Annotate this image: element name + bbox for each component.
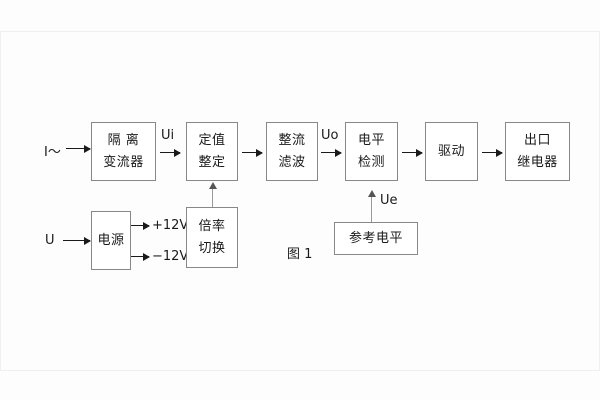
arrow-setting-to-rectifier <box>242 148 263 157</box>
box-level-detection-line1: 电平 <box>357 133 385 148</box>
box-power-supply: 电源 <box>91 211 131 270</box>
arrow-multiplier-to-setting <box>208 182 217 207</box>
box-setting-value-line1: 定值 <box>198 133 226 148</box>
frame-top-border <box>0 31 600 32</box>
rail-positive-12v-label: +12V <box>152 218 189 233</box>
box-rectifier-filter: 整流 滤波 <box>266 122 318 181</box>
box-reference-level-line1: 参考电平 <box>348 231 403 246</box>
signal-ui-label: Ui <box>161 128 175 143</box>
arrow-level-to-driver <box>402 148 423 157</box>
box-driver-line1: 驱动 <box>437 144 465 159</box>
rail-negative-12v-arrow <box>131 252 150 261</box>
signal-ue-label: Ue <box>380 193 398 208</box>
box-multiplier-switch: 倍率 切换 <box>186 207 238 268</box>
frame-bottom-border <box>0 370 600 371</box>
current-input-label: I～ <box>44 145 61 160</box>
box-power-supply-line1: 电源 <box>97 233 125 248</box>
arrow-current-to-isolation <box>66 144 91 153</box>
rail-negative-12v-label: −12V <box>152 249 189 264</box>
frame-left-border <box>0 31 1 371</box>
box-reference-level: 参考电平 <box>334 222 418 255</box>
signal-uo-label: Uo <box>321 128 339 143</box>
box-isolation-transformer: 隔 离 变流器 <box>91 122 156 181</box>
box-output-relay-line2: 继电器 <box>517 155 558 170</box>
rail-positive-12v-arrow <box>131 221 150 230</box>
arrow-reference-to-level-detection <box>367 190 376 222</box>
box-setting-value: 定值 整定 <box>186 122 238 181</box>
arrow-voltage-to-power-supply <box>63 236 91 245</box>
box-level-detection-line2: 检测 <box>357 155 385 170</box>
box-rectifier-filter-line2: 滤波 <box>278 155 306 170</box>
arrow-rectifier-to-level <box>321 148 342 157</box>
arrow-driver-to-relay <box>482 148 503 157</box>
box-driver: 驱动 <box>425 122 478 181</box>
box-level-detection: 电平 检测 <box>345 122 398 181</box>
arrow-isolation-to-setting <box>160 148 181 157</box>
box-multiplier-switch-line1: 倍率 <box>198 219 226 234</box>
box-isolation-transformer-line1: 隔 离 <box>107 133 140 148</box>
box-output-relay: 出口 继电器 <box>505 122 570 181</box>
box-multiplier-switch-line2: 切换 <box>198 241 226 256</box>
box-rectifier-filter-line1: 整流 <box>278 133 306 148</box>
box-output-relay-line1: 出口 <box>523 133 551 148</box>
figure-caption: 图 1 <box>287 247 313 262</box>
box-setting-value-line2: 整定 <box>198 155 226 170</box>
box-isolation-transformer-line2: 变流器 <box>103 155 144 170</box>
voltage-input-label: U <box>45 233 55 248</box>
